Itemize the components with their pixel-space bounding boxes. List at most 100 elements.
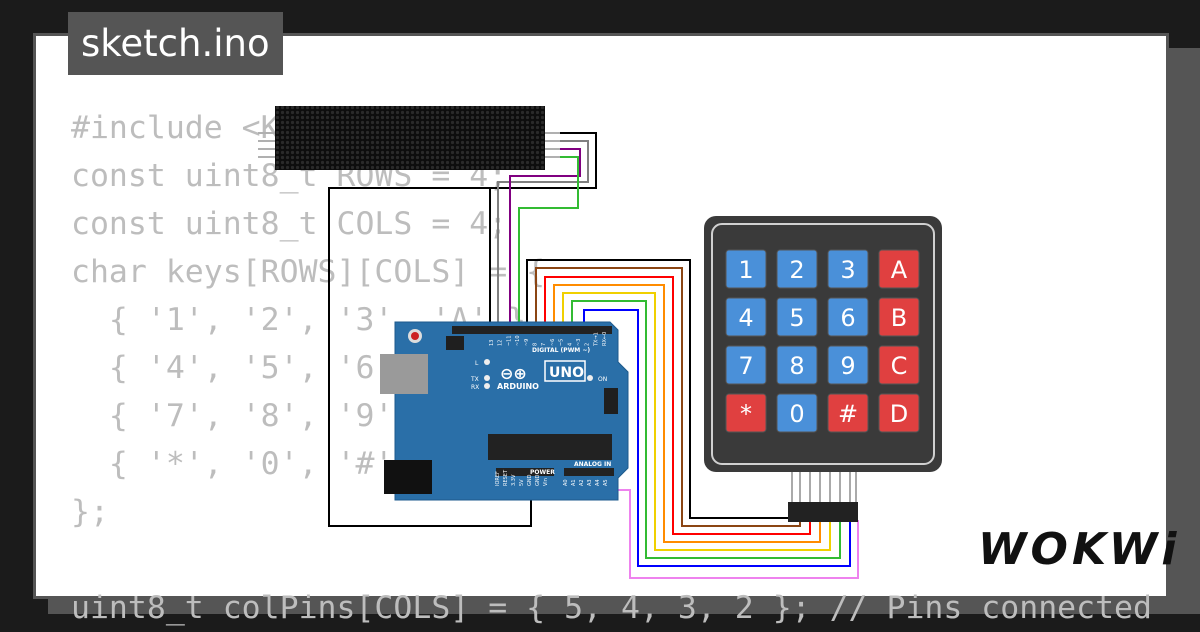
pin-label: A5 xyxy=(603,479,609,486)
analog-header xyxy=(564,468,614,476)
keypad-key-label: 2 xyxy=(789,256,804,284)
pin-label: 5V xyxy=(519,479,525,486)
pin-label: TX→1 xyxy=(593,332,599,347)
keypad-connector xyxy=(788,502,858,522)
keypad-key[interactable] xyxy=(827,393,869,433)
keypad-key-label: C xyxy=(891,352,908,380)
keypad-key-label: 3 xyxy=(840,256,855,284)
pin-label: A4 xyxy=(595,479,601,486)
keypad-key-label: D xyxy=(890,400,908,428)
on-led xyxy=(587,375,593,381)
keypad-key-label: 8 xyxy=(789,352,804,380)
pin-label: IOREF xyxy=(495,471,501,486)
analog-label: ANALOG IN xyxy=(574,461,611,468)
power-label: POWER xyxy=(530,469,555,476)
pin-label: 7 xyxy=(541,343,547,346)
wire-green-top xyxy=(518,156,579,326)
keypad-key-label: 1 xyxy=(738,256,753,284)
pin-label: ~5 xyxy=(559,339,565,346)
keypad-key-label: # xyxy=(838,400,858,428)
pin-label: ~11 xyxy=(506,335,512,346)
keypad-key[interactable] xyxy=(878,345,920,385)
preview-card: #include <Keypad.h>const uint8_t ROWS = … xyxy=(33,33,1169,626)
wokwi-logo: WOKWi xyxy=(978,524,1181,575)
pin-label: 3.3V xyxy=(511,474,517,486)
l-label: L xyxy=(475,360,479,367)
pin-label: A3 xyxy=(587,479,593,486)
pin-label: ~10 xyxy=(515,335,521,346)
pin-label: RX←0 xyxy=(602,332,608,346)
tx-label: TX xyxy=(470,376,479,383)
arduino-logo-infinity: ⊖⊕ xyxy=(500,364,527,383)
tx-led xyxy=(484,375,490,381)
digital-header xyxy=(452,326,612,334)
wire-black-kp xyxy=(526,259,790,519)
wires xyxy=(328,132,859,579)
keypad-key[interactable] xyxy=(827,249,869,289)
keypad-key[interactable] xyxy=(725,393,767,433)
keypad-key[interactable] xyxy=(878,393,920,433)
led-matrix-display xyxy=(275,106,545,170)
keypad-key[interactable] xyxy=(725,249,767,289)
keypad-key-label: A xyxy=(891,256,908,284)
wire-gray xyxy=(497,140,589,326)
wire-black-top xyxy=(489,132,597,326)
keypad-key-label: 7 xyxy=(738,352,753,380)
code-line: const uint8_t COLS = 4; xyxy=(71,206,508,242)
keypad-key-label: 9 xyxy=(840,352,855,380)
wire-red xyxy=(544,276,811,535)
keypad-key[interactable] xyxy=(827,297,869,337)
keypad-key-label: B xyxy=(891,304,907,332)
pin-label: RESET xyxy=(503,469,509,486)
wire-orange xyxy=(553,284,821,543)
pin-label: ~3 xyxy=(576,339,582,346)
led-matrix xyxy=(258,106,560,170)
wire-yellow xyxy=(562,292,831,551)
keypad-key-label: 6 xyxy=(840,304,855,332)
rx-led xyxy=(484,383,490,389)
keypad-key[interactable] xyxy=(827,345,869,385)
wire-purple xyxy=(509,148,581,326)
on-label: ON xyxy=(598,376,607,383)
file-title: sketch.ino xyxy=(68,12,283,75)
l-led xyxy=(484,359,490,365)
keypad-key-label: 4 xyxy=(738,304,753,332)
pin-label: A0 xyxy=(563,479,569,486)
keypad-key[interactable] xyxy=(878,297,920,337)
pin-label: 13 xyxy=(489,340,495,346)
keypad-key-label: * xyxy=(740,400,752,428)
keypad-key-label: 0 xyxy=(789,400,804,428)
rx-label: RX xyxy=(471,384,479,391)
arduino-uno: ⊖⊕ ARDUINO UNO DIGITAL (PWM ~) ANALOG IN… xyxy=(380,321,629,501)
keypad-ribbon xyxy=(791,472,857,502)
pin-label: Vin xyxy=(543,478,549,486)
power-jack xyxy=(384,460,432,494)
keypad-key[interactable] xyxy=(776,345,818,385)
pin-label: 12 xyxy=(498,340,504,346)
pin-label: ~6 xyxy=(550,339,556,346)
keypad-key[interactable] xyxy=(725,345,767,385)
pin-label: 4 xyxy=(567,343,573,346)
keypad-key[interactable] xyxy=(776,249,818,289)
wire-blue xyxy=(583,309,851,567)
keypad-key[interactable] xyxy=(776,297,818,337)
keypad-key-label: 5 xyxy=(789,304,804,332)
pin-label: GND xyxy=(527,474,533,486)
keypad-key[interactable] xyxy=(725,297,767,337)
usb-connector xyxy=(380,354,428,394)
icsp-header xyxy=(446,336,464,350)
power-header xyxy=(496,468,554,476)
pin-label: 8 xyxy=(533,343,539,346)
led-matrix-pins xyxy=(258,132,560,158)
pin-label: A2 xyxy=(579,479,585,486)
wire-green-kp xyxy=(571,300,841,559)
arduino-model: UNO xyxy=(549,365,584,381)
keypad-keys: 1 2 3 A 4 5 6 B 7 8 9 C * 0 # D xyxy=(725,249,920,433)
keypad-key[interactable] xyxy=(878,249,920,289)
code-line: uint8_t colPins[COLS] = { 5, 4, 3, 2 }; … xyxy=(71,590,1152,626)
pin-label: 2 xyxy=(585,343,591,346)
keypad-key[interactable] xyxy=(776,393,818,433)
